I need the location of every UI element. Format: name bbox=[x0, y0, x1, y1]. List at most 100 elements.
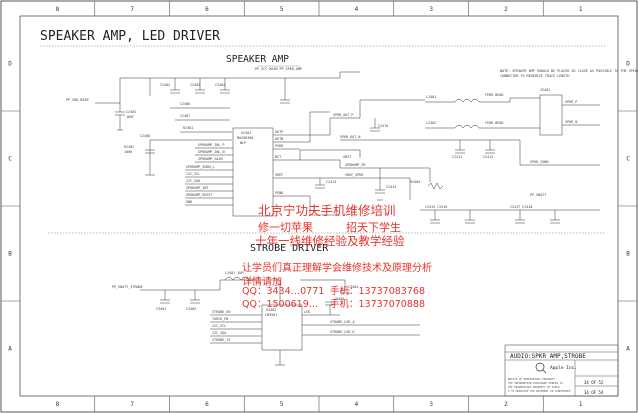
zone-row-right-A: A bbox=[626, 346, 630, 353]
svg-text:SPKR_OUT_P: SPKR_OUT_P bbox=[333, 113, 353, 117]
title-block: NOTICE OF PROPRIETARY PROPERTY THE INFOR… bbox=[504, 344, 619, 397]
speaker-amp-net-labels: PP_VDD_MAIN PP_VCC_MAIN PP_SPKR_AMP NOTE… bbox=[66, 67, 638, 209]
svg-text:PP_VBATT_STROBE: PP_VBATT_STROBE bbox=[112, 285, 143, 289]
svg-text:LED: LED bbox=[304, 310, 310, 314]
speaker-amp-circuit bbox=[95, 71, 600, 224]
svg-text:SPKRAMP_INL_P: SPKRAMP_INL_P bbox=[198, 143, 225, 147]
svg-text:SPKR_P: SPKR_P bbox=[565, 100, 577, 104]
zone-row-right-D: D bbox=[626, 61, 630, 68]
row-labels-right: D C B A bbox=[626, 61, 630, 353]
watermark-line-6a: QQ：3434…0771 bbox=[242, 286, 325, 297]
strobe-driver-title: STROBE DRIVER bbox=[250, 243, 329, 254]
watermark-line-1: 北京宁功夫手机维修培训 bbox=[258, 203, 396, 218]
zone-column-bottom-1: 1 bbox=[579, 401, 583, 408]
svg-text:SPKR_CONN: SPKR_CONN bbox=[530, 160, 548, 164]
svg-text:OUTP: OUTP bbox=[275, 130, 283, 134]
zone-column-bottom-3: 3 bbox=[429, 401, 433, 408]
svg-text:VREF_SPKR: VREF_SPKR bbox=[345, 173, 364, 177]
zone-row-right-C: C bbox=[626, 156, 630, 163]
svg-text:U2401: U2401 bbox=[241, 131, 251, 135]
svg-text:10UF: 10UF bbox=[126, 115, 134, 119]
watermark-line-3: 十年一线维修经验及教学经验 bbox=[255, 234, 405, 248]
svg-text:I2C_SCL: I2C_SCL bbox=[186, 172, 200, 176]
svg-text:C3401: C3401 bbox=[156, 307, 166, 311]
svg-text:L2402: L2402 bbox=[426, 121, 436, 125]
sheet-title: SPEAKER AMP, LED DRIVER bbox=[40, 29, 220, 44]
zone-column-bottom-8: 8 bbox=[56, 401, 60, 408]
svg-text:STROBE_LED_A: STROBE_LED_A bbox=[330, 320, 355, 324]
svg-text:SPKR_OUT_N: SPKR_OUT_N bbox=[340, 135, 360, 139]
svg-text:C2407: C2407 bbox=[180, 114, 190, 118]
svg-text:C3404: C3404 bbox=[348, 285, 358, 289]
title-block-sheet-a: 34 OF 52 bbox=[584, 380, 604, 385]
svg-text:C2413: C2413 bbox=[326, 180, 336, 184]
svg-text:C2401: C2401 bbox=[126, 110, 136, 114]
svg-text:PGND: PGND bbox=[275, 191, 283, 195]
strobe-net-labels: PP_VBATT_STROBE C3401 C3402 L3401 1UH U3… bbox=[112, 271, 358, 342]
svg-text:R2401: R2401 bbox=[183, 126, 193, 130]
svg-text:C2403: C2403 bbox=[190, 83, 200, 87]
zone-column-top-5: 5 bbox=[280, 6, 284, 13]
svg-text:C2404: C2404 bbox=[215, 83, 225, 87]
zone-row-left-A: A bbox=[8, 346, 12, 353]
svg-text:SPKRAMP_INT: SPKRAMP_INT bbox=[186, 186, 208, 190]
svg-text:C2408: C2408 bbox=[140, 134, 150, 138]
svg-text:NOTICE OF PROPRIETARY PROPERTY: NOTICE OF PROPRIETARY PROPERTY bbox=[508, 377, 555, 381]
row-ticks bbox=[1, 110, 637, 302]
svg-text:C2412: C2412 bbox=[483, 155, 493, 159]
svg-text:SPKRAMP_RESET: SPKRAMP_RESET bbox=[186, 193, 213, 197]
title-block-sheet-b: 34 OF 54 bbox=[584, 390, 604, 395]
zone-row-left-D: D bbox=[8, 61, 12, 68]
zone-column-top-6: 6 bbox=[205, 6, 209, 13]
svg-text:R2404: R2404 bbox=[410, 180, 420, 184]
svg-text:THE PROPRIETARY PROPERTY OF AP: THE PROPRIETARY PROPERTY OF APPLE bbox=[508, 385, 560, 389]
watermark-line-7a: QQ：1500619… bbox=[242, 299, 319, 310]
zone-row-left-B: B bbox=[8, 251, 12, 258]
zone-row-left-C: C bbox=[8, 156, 12, 163]
svg-text:C2415 C2416: C2415 C2416 bbox=[425, 205, 447, 209]
svg-text:STROBE_TX: STROBE_TX bbox=[212, 338, 231, 342]
zone-column-top-1: 1 bbox=[579, 6, 583, 13]
zone-column-bottom-4: 4 bbox=[355, 401, 359, 408]
svg-text:STROBE_LED_K: STROBE_LED_K bbox=[330, 330, 355, 334]
svg-text:PP_VCC_MAIN PP_SPKR_AMP: PP_VCC_MAIN PP_SPKR_AMP bbox=[255, 67, 302, 71]
svg-text:100K: 100K bbox=[124, 150, 133, 154]
svg-text:C2406: C2406 bbox=[180, 102, 190, 106]
column-ticks bbox=[94, 1, 544, 412]
svg-text:VREF: VREF bbox=[275, 173, 283, 177]
zone-column-bottom-7: 7 bbox=[130, 401, 134, 408]
svg-text:C2402: C2402 bbox=[160, 83, 170, 87]
svg-text:CONNECTOR TO MINIMIZE TRACE LE: CONNECTOR TO MINIMIZE TRACE LENGTH bbox=[500, 74, 569, 78]
svg-text:C2414: C2414 bbox=[386, 185, 396, 189]
svg-text:C2411: C2411 bbox=[452, 155, 462, 159]
svg-text:THE INFORMATION CONTAINED HERE: THE INFORMATION CONTAINED HEREIN IS bbox=[508, 381, 563, 385]
svg-text:J2401: J2401 bbox=[540, 88, 550, 92]
svg-text:PP_VBATT: PP_VBATT bbox=[530, 193, 546, 197]
svg-text:FERR-BEAD: FERR-BEAD bbox=[485, 121, 503, 125]
svg-text:SPKRAMP_GAIN: SPKRAMP_GAIN bbox=[198, 157, 223, 161]
zone-column-top-2: 2 bbox=[504, 6, 508, 13]
zone-row-right-B: B bbox=[626, 251, 630, 258]
watermark-line-5: 详情请加 bbox=[242, 277, 282, 288]
svg-text:C2417 C2418: C2417 C2418 bbox=[510, 205, 532, 209]
speaker-amp-title: SPEAKER AMP bbox=[226, 54, 289, 65]
svg-text:U3401: U3401 bbox=[266, 308, 276, 312]
row-labels-left: D C B A bbox=[8, 61, 12, 353]
svg-text:I TO MAINTAIN THE DOCUMENT IN: I TO MAINTAIN THE DOCUMENT IN CONFIDENCE bbox=[508, 389, 571, 393]
svg-text:LM3561: LM3561 bbox=[265, 313, 277, 317]
watermark-line-4: 让学员们真正理解学会维修技术及原理分析 bbox=[242, 263, 432, 274]
zone-column-top-4: 4 bbox=[355, 6, 359, 13]
svg-text:FERR-BEAD: FERR-BEAD bbox=[485, 93, 503, 97]
zone-column-bottom-5: 5 bbox=[280, 401, 284, 408]
watermark-line-6b: 手机：13737083768 bbox=[330, 286, 425, 297]
svg-text:GND: GND bbox=[186, 200, 192, 204]
svg-text:STROBE_EN: STROBE_EN bbox=[212, 310, 230, 314]
zone-column-bottom-2: 2 bbox=[504, 401, 508, 408]
svg-text:R2402: R2402 bbox=[124, 145, 134, 149]
svg-text:I2C_SDA: I2C_SDA bbox=[212, 331, 226, 335]
svg-text:PP_VDD_MAIN: PP_VDD_MAIN bbox=[66, 98, 88, 102]
svg-text:C2410: C2410 bbox=[378, 124, 388, 128]
zone-column-top-8: 8 bbox=[56, 6, 60, 13]
